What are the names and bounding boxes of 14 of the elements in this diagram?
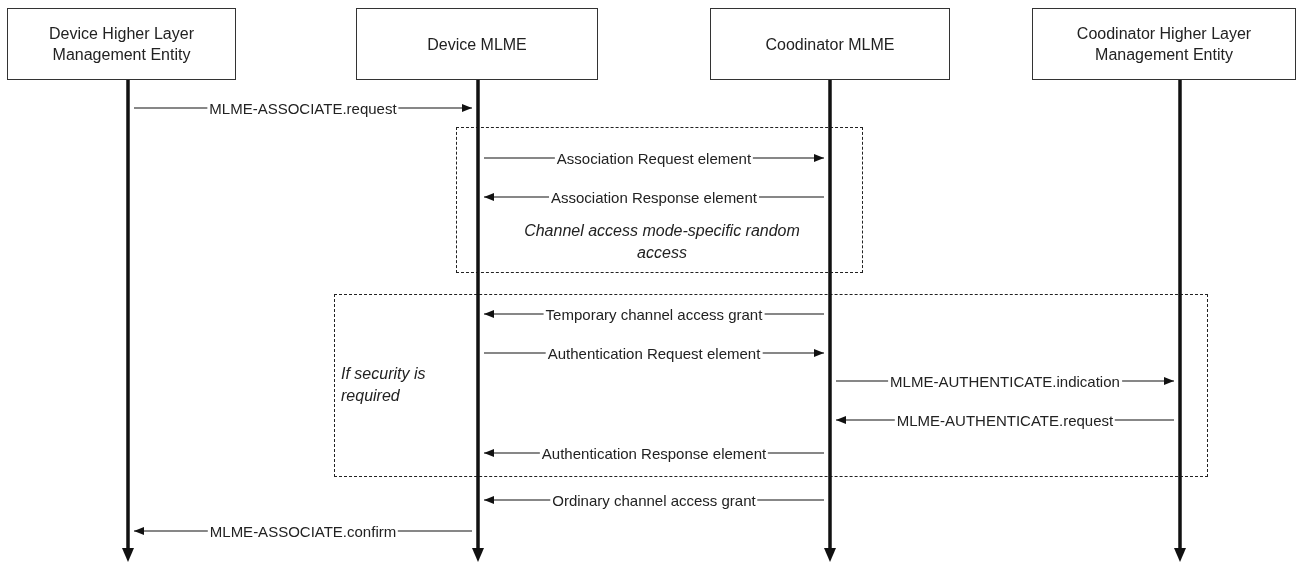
frame-label: If security is required xyxy=(341,364,427,406)
participant-name: Coodinator MLME xyxy=(765,34,895,55)
participant-name: Device MLME xyxy=(427,34,527,55)
lifeline-header-box xyxy=(7,8,236,80)
lifeline xyxy=(472,80,484,562)
lifeline xyxy=(1174,80,1186,562)
lifeline xyxy=(824,80,836,562)
lifeline-header-box xyxy=(710,8,950,80)
lifeline xyxy=(122,80,134,562)
lifeline-header-box xyxy=(356,8,598,80)
lifeline-header-box xyxy=(1032,8,1296,80)
participant-name: Coodinator Higher Layer Management Entity xyxy=(1075,24,1253,65)
participant-name: Device Higher Layer Management Entity xyxy=(48,24,195,65)
frame-label: Channel access mode-specific random access xyxy=(523,221,801,263)
